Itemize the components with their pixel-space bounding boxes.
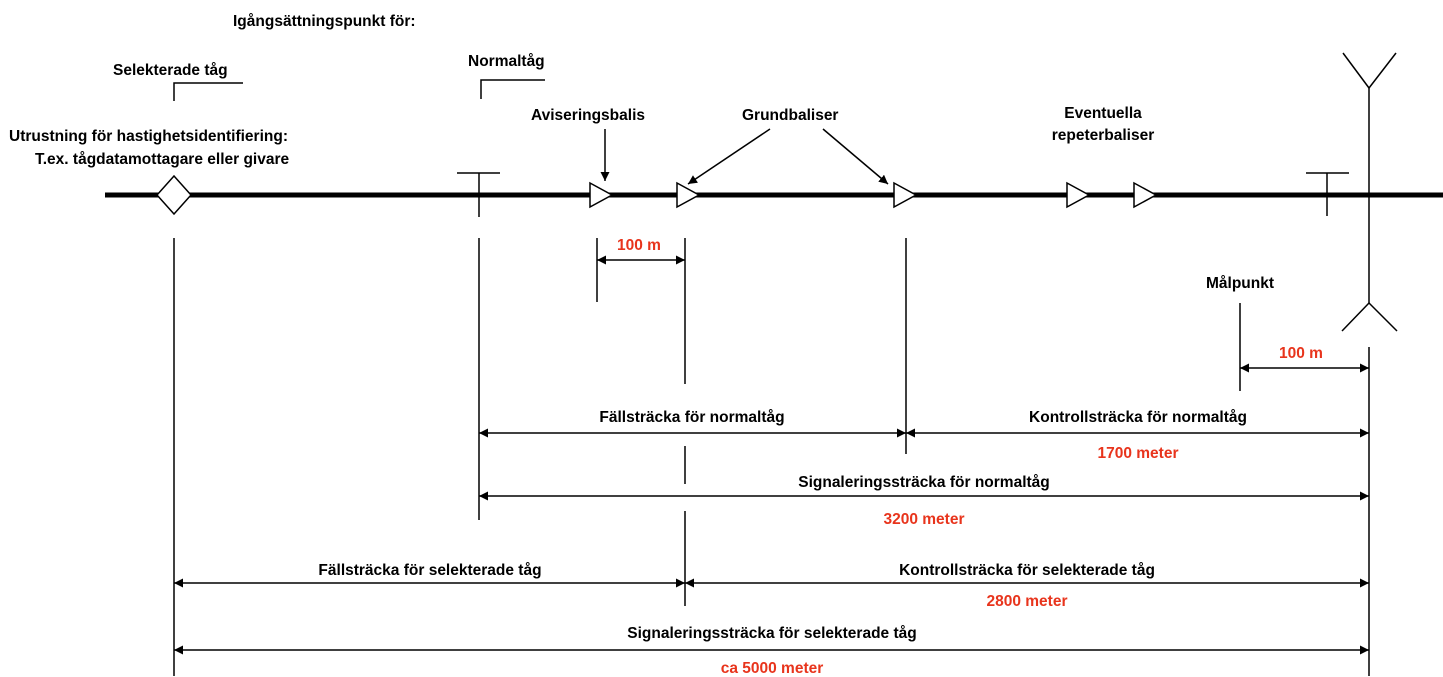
control-normal-length: 1700 meter — [1097, 445, 1178, 462]
control-normal-label: Kontrollsträcka för normaltåg — [1029, 409, 1247, 426]
signal-normal-length: 3200 meter — [883, 511, 964, 528]
base-balise-pointer-left — [687, 128, 771, 185]
advance-distance-value: 100 m — [617, 237, 661, 254]
signal-selected-length: ca 5000 meter — [721, 660, 824, 677]
base-balise-pointer-right — [822, 128, 889, 185]
label-speed-equipment-line1: Utrustning för hastighetsidentifiering: — [9, 128, 288, 145]
t-marker-icon — [457, 172, 500, 217]
header-title: Igångsättningspunkt för: — [233, 13, 416, 30]
triangle-icon — [893, 181, 918, 209]
label-normal-train: Normaltåg — [468, 53, 545, 70]
label-repeater-line1: Eventuella — [1064, 105, 1142, 122]
t-marker-icon — [1306, 172, 1349, 216]
signal-normal-label: Signaleringssträcka för normaltåg — [798, 474, 1050, 491]
normal-train-leader — [480, 79, 545, 99]
selected-trains-leader — [173, 82, 243, 101]
label-target-point: Målpunkt — [1206, 275, 1274, 292]
label-selected-trains: Selekterade tåg — [113, 62, 228, 79]
fall-selected-label: Fällsträcka för selekterade tåg — [318, 562, 541, 579]
signal-fork-icon — [1341, 52, 1398, 676]
control-selected-length: 2800 meter — [986, 593, 1067, 610]
triangle-icon — [1133, 181, 1158, 209]
label-repeater-line2: repeterbaliser — [1052, 127, 1155, 144]
label-advance-balise: Aviseringsbalis — [531, 107, 645, 124]
triangle-icon — [589, 181, 614, 209]
label-speed-equipment-line2: T.ex. tågdatamottagare eller givare — [35, 151, 290, 168]
fall-normal-label: Fällsträcka för normaltåg — [599, 409, 784, 426]
control-selected-label: Kontrollsträcka för selekterade tåg — [899, 562, 1155, 579]
triangle-icon — [676, 181, 701, 209]
target-distance-value: 100 m — [1279, 345, 1323, 362]
diamond-icon — [155, 174, 193, 216]
signal-selected-label: Signaleringssträcka för selekterade tåg — [627, 625, 916, 642]
label-base-balises: Grundbaliser — [742, 107, 838, 124]
triangle-icon — [1066, 181, 1091, 209]
